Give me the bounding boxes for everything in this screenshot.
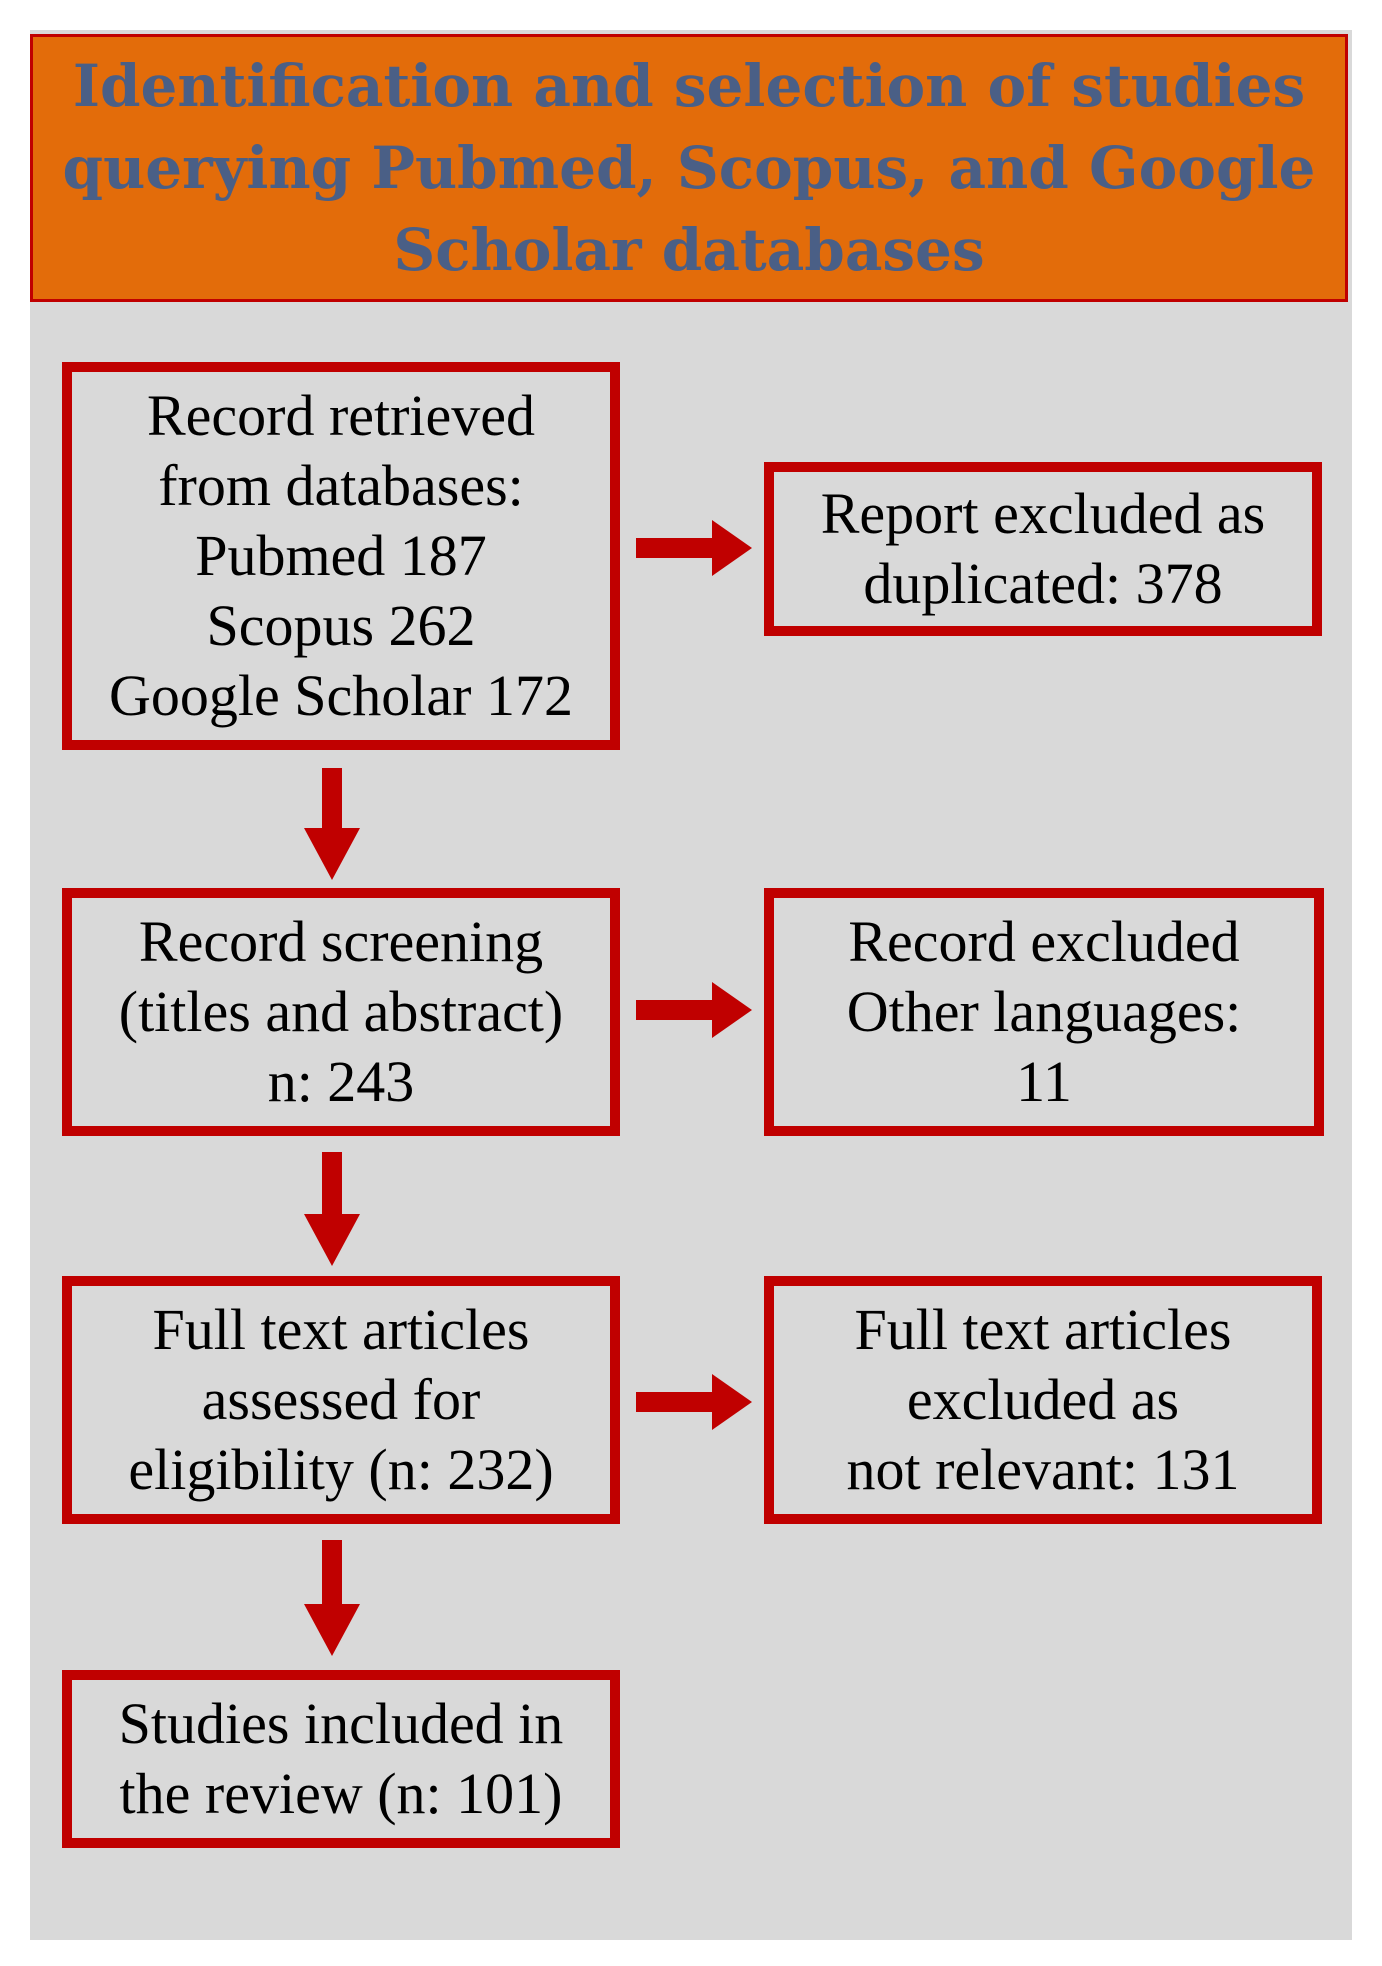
box-line: (titles and abstract) (118, 979, 564, 1044)
record-screening-box: Record screening (titles and abstract) n… (62, 888, 620, 1136)
title-line-3: Scholar databases (393, 216, 985, 284)
box-line: Google Scholar 172 (109, 663, 573, 728)
flowchart-title: Identification and selection of studies … (30, 34, 1348, 302)
right-arrow-1 (636, 520, 752, 576)
box-line: the review (n: 101) (119, 1761, 563, 1826)
studies-included-box: Studies included in the review (n: 101) (62, 1670, 620, 1848)
box-line: 11 (1016, 1049, 1072, 1114)
down-arrow-3 (304, 1540, 360, 1656)
box-line: Other languages: (846, 979, 1242, 1044)
records-retrieved-box: Record retrieved from databases: Pubmed … (62, 362, 620, 750)
right-arrow-3 (636, 1374, 752, 1430)
box-line: Full text articles (152, 1297, 530, 1362)
box-line: Record retrieved (146, 383, 536, 448)
down-arrow-1 (304, 768, 360, 880)
box-line: from databases: (158, 453, 524, 518)
box-line: Record screening (138, 909, 544, 974)
title-line-2: querying Pubmed, Scopus, and Google (62, 134, 1316, 202)
not-relevant-excluded-box: Full text articles excluded as not relev… (764, 1276, 1322, 1524)
title-line-1: Identification and selection of studies (72, 52, 1306, 120)
box-line: assessed for (201, 1367, 481, 1432)
box-line: n: 243 (267, 1049, 415, 1114)
box-line: Pubmed 187 (195, 523, 487, 588)
box-line: excluded as (906, 1367, 1180, 1432)
down-arrow-2 (304, 1152, 360, 1266)
box-line: Report excluded as (820, 481, 1266, 546)
box-line: not relevant: 131 (846, 1437, 1240, 1502)
box-line: Record excluded (848, 909, 1240, 974)
box-line: Studies included in (118, 1691, 564, 1756)
eligibility-box: Full text articles assessed for eligibil… (62, 1276, 620, 1524)
box-line: Full text articles (854, 1297, 1232, 1362)
flowchart-title-text: Identification and selection of studies … (63, 45, 1316, 291)
languages-excluded-box: Record excluded Other languages: 11 (764, 888, 1324, 1136)
duplicates-excluded-box: Report excluded as duplicated: 378 (764, 462, 1322, 636)
box-line: Scopus 262 (206, 593, 476, 658)
box-line: eligibility (n: 232) (128, 1437, 554, 1502)
right-arrow-2 (636, 982, 752, 1038)
box-line: duplicated: 378 (863, 551, 1223, 616)
